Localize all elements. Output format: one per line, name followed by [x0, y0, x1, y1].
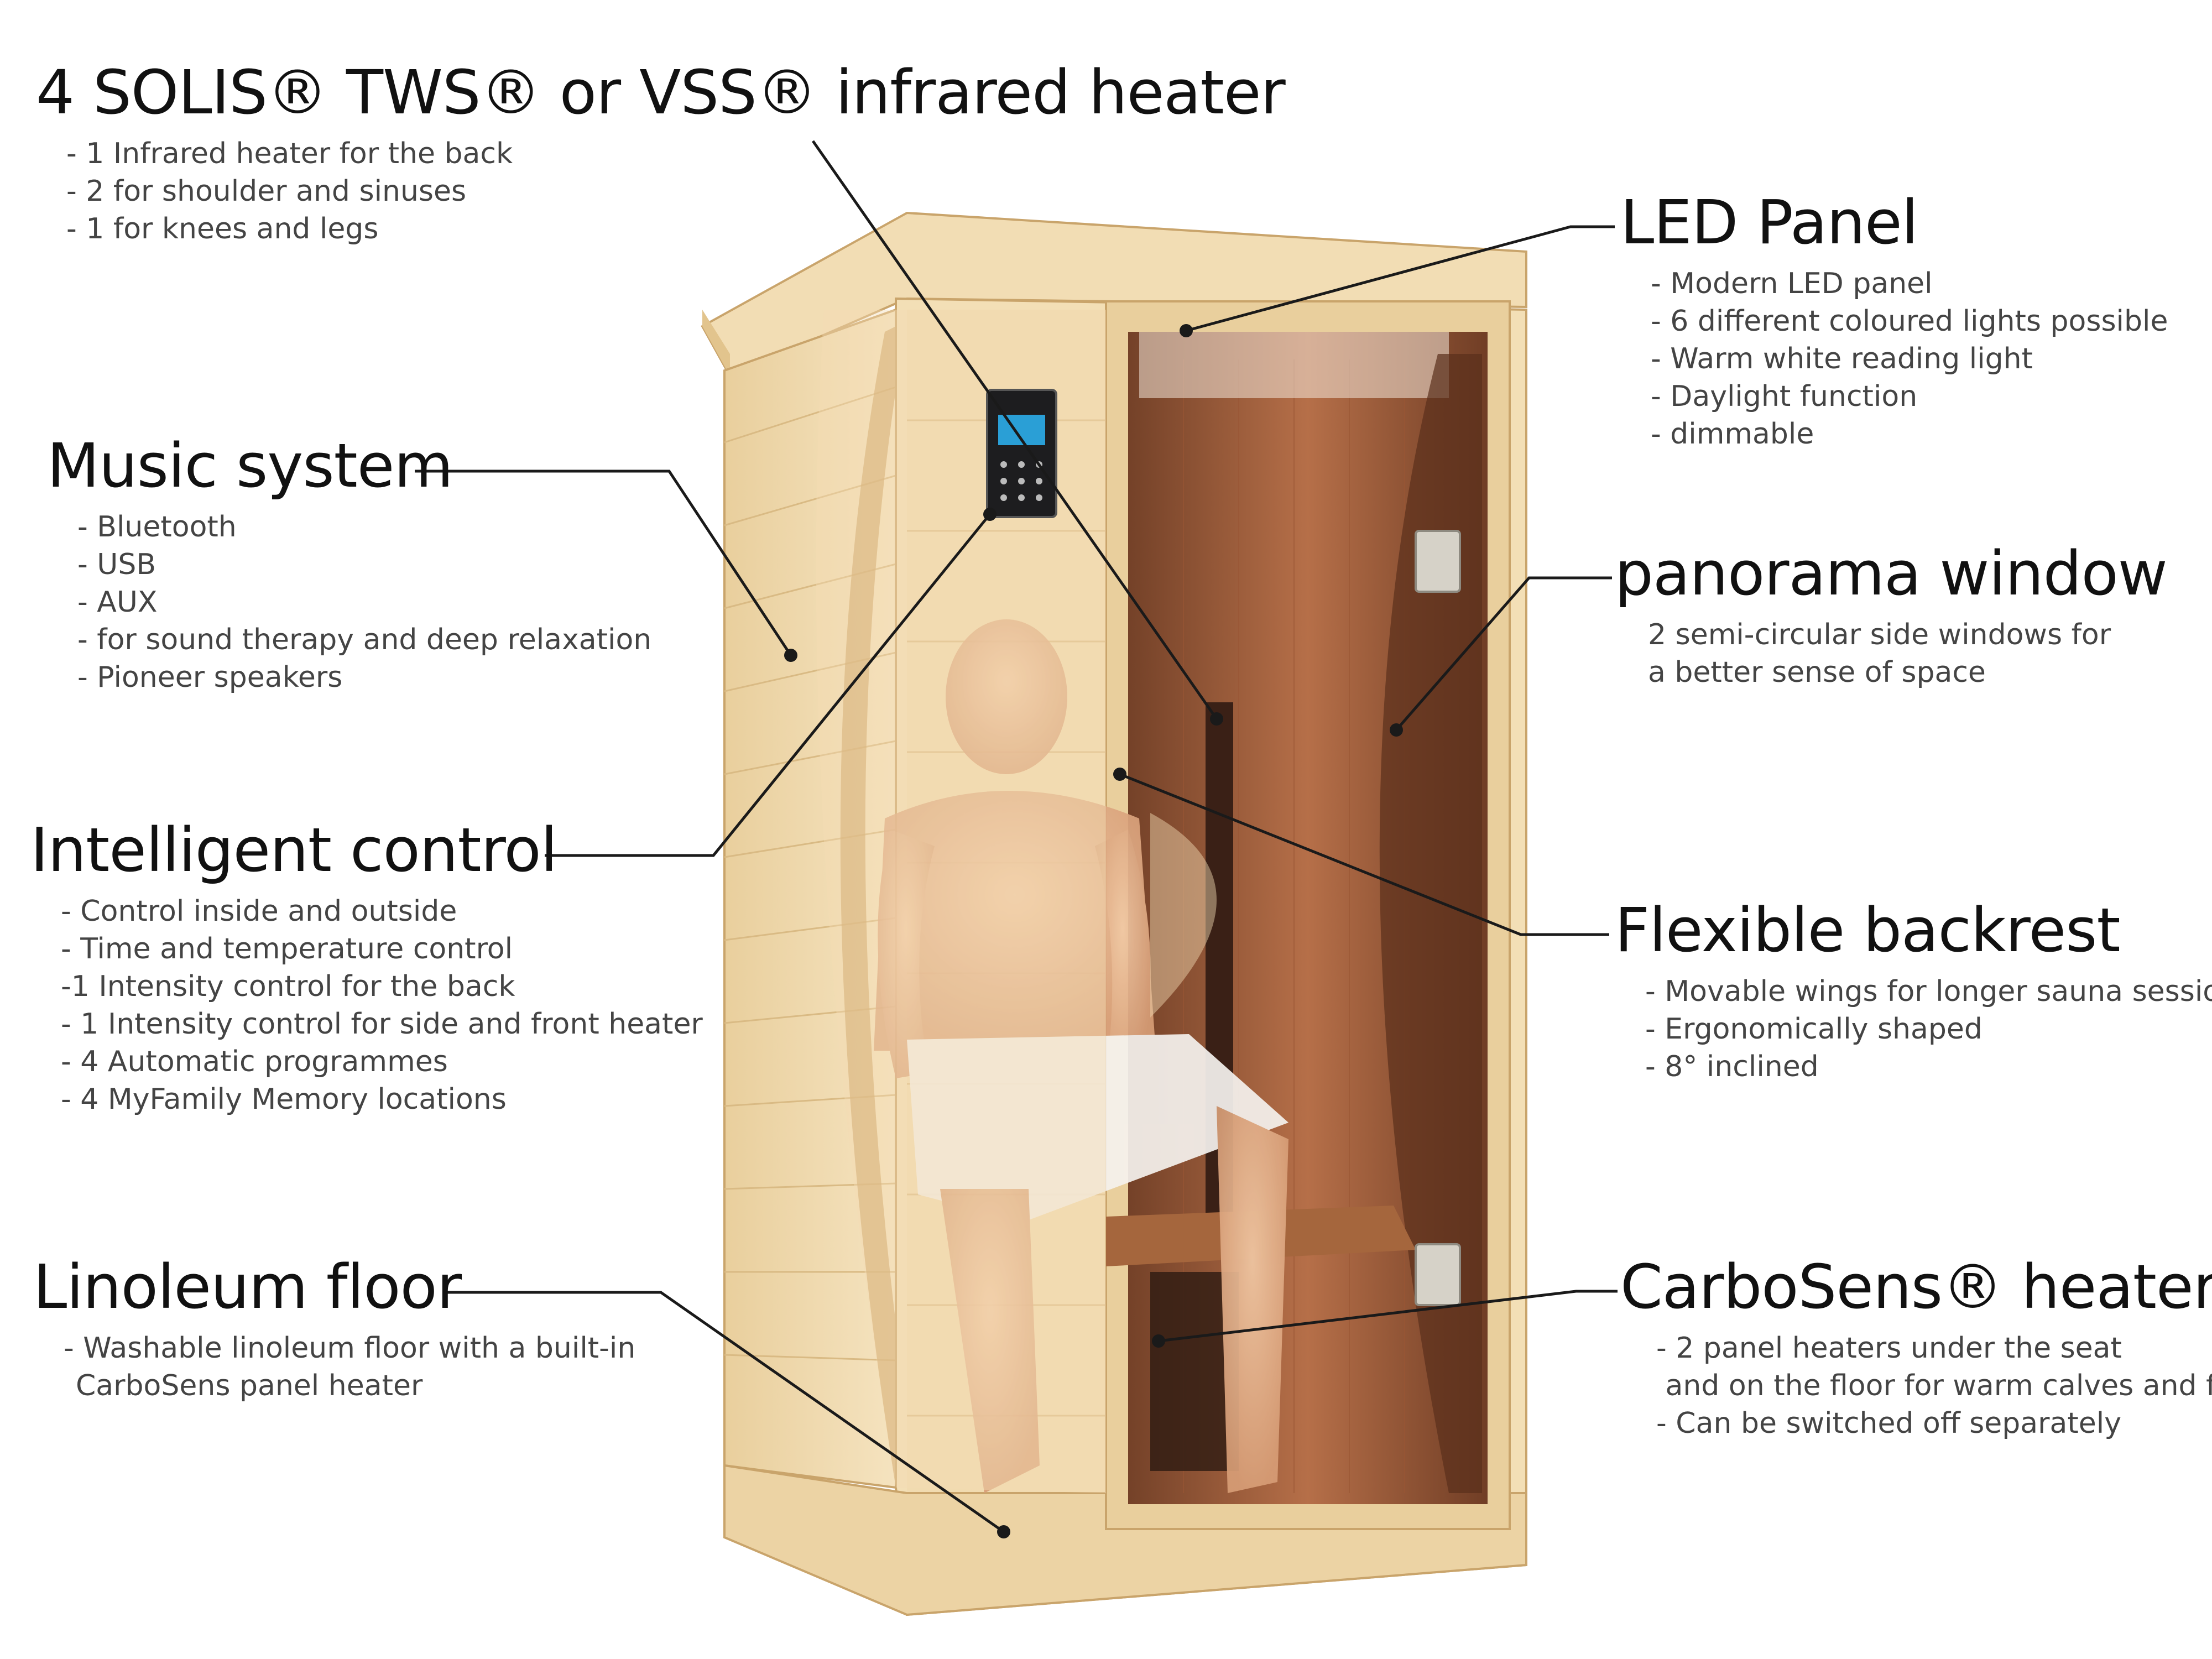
leader-dots	[784, 324, 1403, 1538]
callout-item: - USB	[77, 547, 156, 581]
person-figure	[816, 310, 1288, 1493]
leader-line-control	[545, 513, 991, 857]
hinge-icon	[1415, 530, 1461, 593]
callout-item: - Modern LED panel	[1651, 267, 1933, 300]
callout-title: panorama window	[1615, 538, 2168, 609]
callout-item: - 2 for shoulder and sinuses	[66, 174, 467, 208]
callout-carbosens: CarboSens® heater - 2 panel heaters unde…	[1620, 1255, 2212, 1442]
callout-item: - 1 for knees and legs	[66, 212, 379, 246]
callout-item: - 1 Intensity control for side and front…	[61, 1007, 703, 1041]
callout-floor: Linoleum floor - Washable linoleum floor…	[33, 1255, 635, 1405]
callout-window: panorama window 2 semi-circular side win…	[1615, 538, 2168, 691]
callout-item: - 2 panel heaters under the seat	[1656, 1331, 2122, 1365]
callout-item: 2 semi-circular side windows for	[1648, 618, 2111, 651]
callout-item: - Daylight function	[1651, 379, 1918, 413]
callout-item: - Ergonomically shaped	[1645, 1012, 1983, 1046]
callout-item: -1 Intensity control for the back	[61, 969, 515, 1003]
callout-item: - Pioneer speakers	[77, 660, 343, 694]
callout-item: - Movable wings for longer sauna session…	[1645, 974, 2212, 1008]
sauna-door	[1105, 300, 1511, 1530]
callout-title: CarboSens® heater	[1620, 1251, 2212, 1322]
callout-title: Linoleum floor	[33, 1251, 462, 1322]
callout-item: - Control inside and outside	[61, 894, 457, 928]
callout-item: - for sound therapy and deep relaxation	[77, 623, 652, 656]
control-panel-icon	[986, 389, 1057, 518]
leader-line-heater	[811, 140, 1218, 720]
callout-control: Intelligent control - Control inside and…	[30, 818, 703, 1118]
callout-item: CarboSens panel heater	[76, 1369, 423, 1402]
callout-item: - 4 MyFamily Memory locations	[61, 1082, 507, 1116]
callout-heater: 4 SOLIS® TWS® or VSS® infrared heater - …	[36, 57, 1286, 248]
leader-line-backrest	[1119, 773, 1609, 936]
callout-item: - 8° inclined	[1645, 1050, 1819, 1083]
callout-item: - AUX	[77, 585, 158, 619]
callout-title: 4 SOLIS® TWS® or VSS® infrared heater	[36, 57, 1286, 128]
callout-title: LED Panel	[1620, 187, 1918, 258]
callout-music: Music system - Bluetooth - USB - AUX - f…	[47, 434, 651, 696]
leader-lines	[415, 140, 1618, 1533]
callout-item: - 4 Automatic programmes	[61, 1045, 448, 1078]
callout-item: - 6 different coloured lights possible	[1651, 304, 2168, 338]
callout-backrest: Flexible backrest - Movable wings for lo…	[1615, 895, 2212, 1086]
callout-item: - Time and temperature control	[61, 932, 513, 966]
hinge-icon	[1415, 1243, 1461, 1306]
callout-item: - Warm white reading light	[1651, 342, 2033, 375]
callout-title: Intelligent control	[30, 815, 557, 885]
callout-item: - dimmable	[1651, 417, 1814, 451]
callout-led: LED Panel - Modern LED panel - 6 differe…	[1620, 187, 2168, 453]
callout-item: - Can be switched off separately	[1656, 1406, 2121, 1440]
leader-line-carbosens	[1158, 1290, 1618, 1343]
leader-line-music	[415, 469, 792, 656]
leader-line-floor	[445, 1291, 1005, 1533]
leader-line-window	[1395, 576, 1612, 731]
leader-line-led	[1186, 225, 1615, 332]
callout-item: - Washable linoleum floor with a built-i…	[64, 1331, 636, 1365]
callout-title: Music system	[47, 430, 453, 501]
callout-item: - 1 Infrared heater for the back	[66, 137, 513, 170]
callout-title: Flexible backrest	[1615, 895, 2121, 966]
callout-item: - Bluetooth	[77, 510, 237, 544]
callout-item: and on the floor for warm calves and fee…	[1656, 1369, 2212, 1402]
callout-item: a better sense of space	[1648, 655, 1986, 689]
